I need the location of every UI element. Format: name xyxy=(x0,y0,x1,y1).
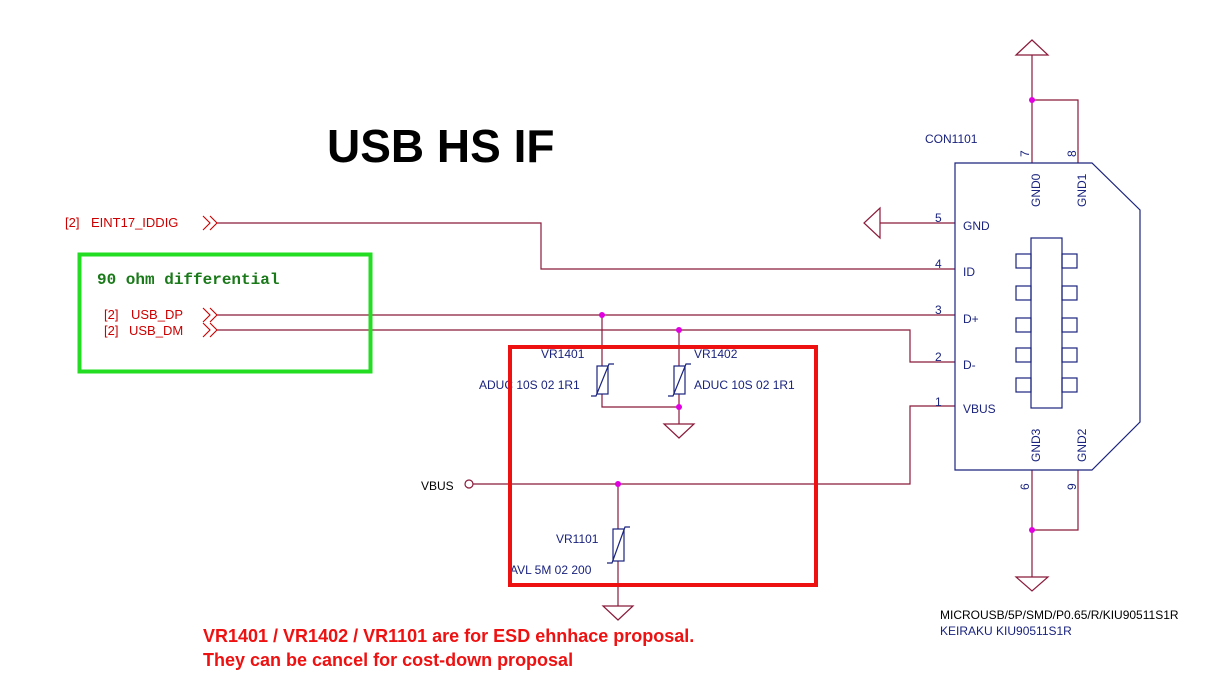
junction-dot xyxy=(676,404,682,410)
net-ref: [2] xyxy=(104,323,118,338)
page-title: USB HS IF xyxy=(327,120,554,172)
ground-symbol-pin5 xyxy=(863,206,881,240)
junction-dot xyxy=(615,481,621,487)
connector-body xyxy=(954,162,1141,471)
wire-eint xyxy=(217,222,955,270)
pin-number: 8 xyxy=(1065,150,1079,157)
wire-dm xyxy=(217,329,955,363)
varistor-ref: VR1402 xyxy=(694,347,738,361)
ground-symbol-vr1402 xyxy=(662,423,696,439)
varistor-diagonal xyxy=(591,363,614,397)
junction-dot xyxy=(1029,97,1035,103)
pin-number: 6 xyxy=(1018,483,1032,490)
pin-number: 3 xyxy=(935,303,942,317)
pin-name: D- xyxy=(963,358,976,372)
esd-note-line-1: VR1401 / VR1402 / VR1101 are for ESD ehn… xyxy=(203,626,694,646)
junction-dot xyxy=(599,312,605,318)
varistor-body xyxy=(612,528,625,562)
ground-symbols xyxy=(601,39,1050,621)
varistor-diagonal xyxy=(607,526,630,564)
esd-note-line-2: They can be cancel for cost-down proposa… xyxy=(203,650,573,670)
pin-name: GND2 xyxy=(1075,428,1089,462)
connector-part-number: MICROUSB/5P/SMD/P0.65/R/KIU90511S1R xyxy=(940,608,1179,622)
varistor-vr1402: VR1402 ADUC 10S 02 1R1 xyxy=(668,347,795,397)
wire-vbus xyxy=(473,405,955,485)
ground-symbol-vr1101 xyxy=(601,605,635,621)
pin-number: 4 xyxy=(935,257,942,271)
pin-number: 1 xyxy=(935,395,942,409)
varistor-body xyxy=(596,365,609,395)
pin-name: VBUS xyxy=(963,402,996,416)
pin-name: GND3 xyxy=(1029,428,1043,462)
chevron-right-icon xyxy=(202,307,211,323)
pin-number: 2 xyxy=(935,350,942,364)
pin-name: ID xyxy=(963,265,975,279)
varistor-body xyxy=(673,365,686,395)
differential-note: 90 ohm differential xyxy=(97,271,279,289)
chevron-right-icon xyxy=(209,307,218,323)
varistor-value: AVL 5M 02 200 xyxy=(510,563,592,577)
chevron-right-icon xyxy=(209,215,218,231)
net-name-dm: USB_DM xyxy=(129,323,183,338)
chevron-right-icon xyxy=(202,215,211,231)
wire-vr1401-bottom xyxy=(601,394,679,408)
junction-dot xyxy=(1029,527,1035,533)
varistor-vr1101: VR1101 AVL 5M 02 200 xyxy=(510,526,630,577)
net-ref: [2] xyxy=(104,307,118,322)
pin-number: 7 xyxy=(1018,150,1032,157)
pin-number: 9 xyxy=(1065,483,1079,490)
pin-name: GND0 xyxy=(1029,173,1043,207)
net-name-dp: USB_DP xyxy=(131,307,183,322)
pin-name: GND1 xyxy=(1075,173,1089,207)
connector-ref: CON1101 xyxy=(925,132,978,146)
wire-pin8 xyxy=(1032,99,1079,163)
wire-pin9 xyxy=(1032,470,1079,531)
net-labels: [2] EINT17_IDDIG [2] USB_DP [2] USB_DM V… xyxy=(65,215,474,493)
wires xyxy=(217,55,1079,606)
varistor-ref: VR1101 xyxy=(556,532,599,546)
ground-symbol-bottom xyxy=(1014,576,1050,592)
varistor-ref: VR1401 xyxy=(541,347,585,361)
junction-dot xyxy=(676,327,682,333)
pin-number: 5 xyxy=(935,211,942,225)
vbus-port-circle xyxy=(464,479,474,489)
net-ref: [2] xyxy=(65,215,79,230)
differential-pair-highlight-box xyxy=(77,252,373,374)
connector-con1101: CON1101 5 GND 4 ID 3 D+ 2 D- 1 VBUS 7 GN… xyxy=(925,132,1179,638)
varistor-diagonal xyxy=(668,363,691,397)
chevron-right-icon xyxy=(202,322,211,338)
connector-inner-block xyxy=(1030,237,1063,409)
varistor-value: ADUC 10S 02 1R1 xyxy=(694,378,795,392)
junctions xyxy=(599,97,1035,533)
connector-contacts xyxy=(1015,253,1078,393)
esd-highlight-box xyxy=(508,345,818,587)
chevron-right-icon xyxy=(209,322,218,338)
net-name-vbus: VBUS xyxy=(421,479,454,493)
varistor-vr1401: VR1401 ADUC 10S 02 1R1 xyxy=(479,347,614,397)
net-name-eint: EINT17_IDDIG xyxy=(91,215,178,230)
offpage-arrows xyxy=(202,215,218,338)
pin-name: D+ xyxy=(963,312,979,326)
varistor-value: ADUC 10S 02 1R1 xyxy=(479,378,580,392)
pin-name: GND xyxy=(963,219,990,233)
connector-maker: KEIRAKU KIU90511S1R xyxy=(940,624,1072,638)
ground-symbol-top xyxy=(1014,39,1050,56)
